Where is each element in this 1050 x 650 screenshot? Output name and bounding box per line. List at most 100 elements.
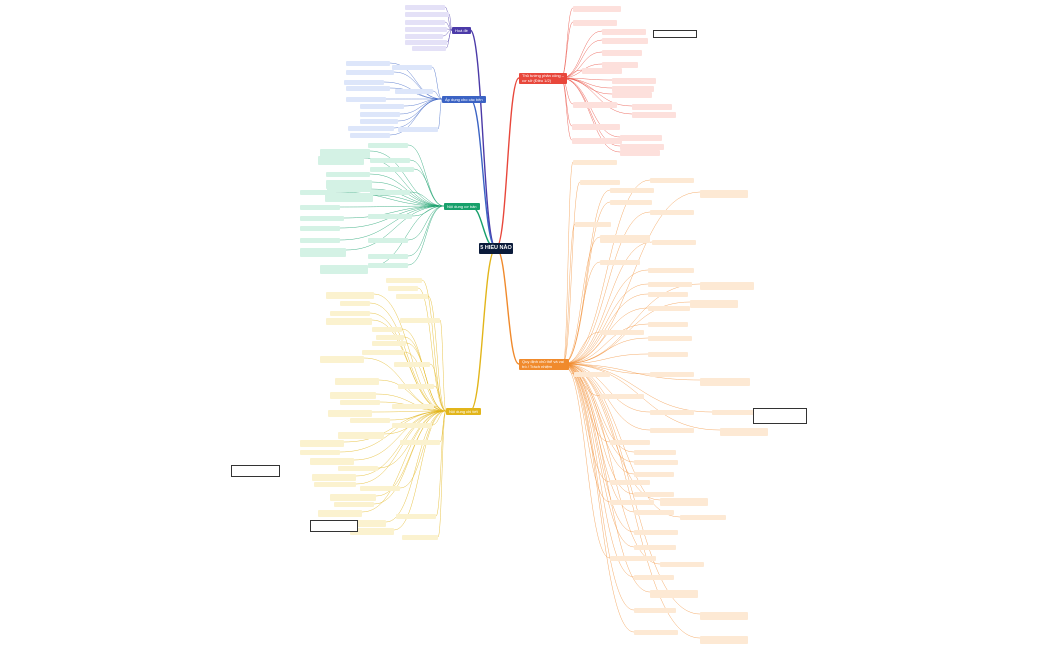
- leaf-node[interactable]: [405, 34, 443, 39]
- leaf-node[interactable]: [300, 205, 340, 210]
- leaf-node[interactable]: [346, 97, 386, 102]
- leaf-node[interactable]: [338, 432, 384, 439]
- leaf-node[interactable]: [580, 180, 620, 185]
- leaf-node[interactable]: [368, 143, 408, 148]
- leaf-node[interactable]: [370, 167, 414, 172]
- leaf-node[interactable]: [348, 126, 394, 131]
- leaf-node[interactable]: [680, 515, 726, 520]
- leaf-node[interactable]: [600, 330, 644, 335]
- branch-hoa-de[interactable]: Hoá đề: [452, 27, 471, 34]
- leaf-node[interactable]: [398, 384, 434, 389]
- leaf-node[interactable]: [400, 440, 440, 445]
- leaf-node[interactable]: [346, 86, 390, 91]
- leaf-node[interactable]: [326, 180, 372, 189]
- leaf-node[interactable]: [700, 636, 748, 644]
- leaf-node[interactable]: [648, 322, 688, 327]
- leaf-node[interactable]: [660, 498, 708, 506]
- leaf-node[interactable]: [610, 556, 656, 561]
- leaf-node[interactable]: [600, 235, 650, 243]
- leaf-node[interactable]: [330, 392, 376, 399]
- leaf-node[interactable]: [648, 268, 694, 273]
- leaf-node[interactable]: [372, 327, 402, 332]
- leaf-node[interactable]: [634, 545, 676, 550]
- leaf-node[interactable]: [395, 89, 433, 94]
- leaf-node[interactable]: [320, 265, 368, 274]
- leaf-node[interactable]: [634, 530, 678, 535]
- leaf-node[interactable]: [340, 520, 386, 527]
- leaf-node[interactable]: [648, 352, 688, 357]
- leaf-node[interactable]: [330, 494, 376, 501]
- leaf-node[interactable]: [610, 480, 650, 485]
- branch-quy-dinh-chu-the[interactable]: Quy định chủ thể và vai trò / Trách nhiệ…: [519, 359, 569, 370]
- leaf-node[interactable]: [402, 535, 438, 540]
- leaf-node[interactable]: [325, 193, 373, 202]
- leaf-node[interactable]: [712, 410, 758, 415]
- leaf-node[interactable]: [340, 400, 380, 405]
- branch-ap-dung[interactable]: Áp dụng cho các bên: [442, 96, 486, 103]
- leaf-node[interactable]: [392, 65, 432, 70]
- leaf-node[interactable]: [405, 27, 447, 32]
- leaf-node[interactable]: [573, 160, 617, 165]
- leaf-node[interactable]: [573, 20, 617, 26]
- leaf-node[interactable]: [573, 102, 617, 108]
- leaf-node[interactable]: [652, 240, 696, 245]
- leaf-node[interactable]: [314, 482, 356, 487]
- leaf-node[interactable]: [650, 410, 694, 415]
- leaf-node[interactable]: [634, 492, 674, 497]
- leaf-node[interactable]: [405, 40, 447, 45]
- leaf-node[interactable]: [612, 92, 652, 98]
- leaf-node[interactable]: [300, 238, 340, 243]
- leaf-node[interactable]: [326, 292, 374, 299]
- leaf-node[interactable]: [318, 156, 364, 165]
- leaf-node[interactable]: [610, 200, 652, 205]
- leaf-node[interactable]: [396, 514, 436, 519]
- leaf-node[interactable]: [388, 286, 418, 291]
- leaf-node[interactable]: [370, 190, 410, 195]
- leaf-node[interactable]: [392, 404, 434, 409]
- leaf-node[interactable]: [320, 149, 370, 158]
- leaf-node[interactable]: [334, 502, 374, 507]
- leaf-node[interactable]: [350, 528, 394, 535]
- leaf-node[interactable]: [610, 188, 654, 193]
- leaf-node[interactable]: [370, 158, 410, 163]
- leaf-node[interactable]: [310, 458, 354, 465]
- leaf-node[interactable]: [634, 472, 674, 477]
- leaf-node[interactable]: [634, 450, 676, 455]
- leaf-node[interactable]: [312, 474, 356, 481]
- leaf-node[interactable]: [602, 62, 638, 68]
- leaf-node[interactable]: [610, 500, 654, 505]
- leaf-node[interactable]: [573, 6, 621, 12]
- leaf-node[interactable]: [620, 144, 664, 150]
- leaf-node[interactable]: [338, 466, 378, 471]
- leaf-node[interactable]: [368, 263, 408, 268]
- leaf-node[interactable]: [335, 378, 379, 385]
- leaf-node[interactable]: [610, 440, 650, 445]
- leaf-node[interactable]: [300, 216, 344, 221]
- leaf-node[interactable]: [650, 178, 694, 183]
- leaf-node[interactable]: [330, 311, 370, 316]
- leaf-node[interactable]: [327, 187, 371, 192]
- branch-noi-dung-chi-tiet[interactable]: Nội dung chi tiết: [446, 408, 481, 415]
- leaf-node[interactable]: [326, 172, 370, 177]
- leaf-node[interactable]: [376, 335, 404, 340]
- leaf-node[interactable]: [405, 12, 449, 17]
- leaf-node[interactable]: [300, 226, 340, 231]
- leaf-node[interactable]: [700, 190, 748, 198]
- leaf-node[interactable]: [648, 336, 692, 341]
- leaf-node[interactable]: [340, 301, 370, 306]
- leaf-node[interactable]: [300, 248, 346, 257]
- leaf-node[interactable]: [360, 104, 404, 109]
- leaf-node[interactable]: [660, 562, 704, 567]
- leaf-node[interactable]: [368, 214, 412, 219]
- leaf-node[interactable]: [650, 428, 694, 433]
- leaf-node[interactable]: [405, 5, 445, 10]
- branch-noi-dung-co-ban[interactable]: Nội dung cơ bản: [444, 203, 480, 210]
- leaf-node[interactable]: [320, 356, 364, 363]
- leaf-node[interactable]: [346, 70, 394, 75]
- branch-thu-tuong[interactable]: Thủ tướng phân công – cơ sở (Điều 1/2): [519, 73, 567, 84]
- leaf-node[interactable]: [620, 135, 662, 141]
- leaf-node[interactable]: [328, 410, 372, 417]
- leaf-node[interactable]: [394, 362, 430, 367]
- leaf-node[interactable]: [700, 282, 754, 290]
- leaf-node[interactable]: [400, 318, 440, 323]
